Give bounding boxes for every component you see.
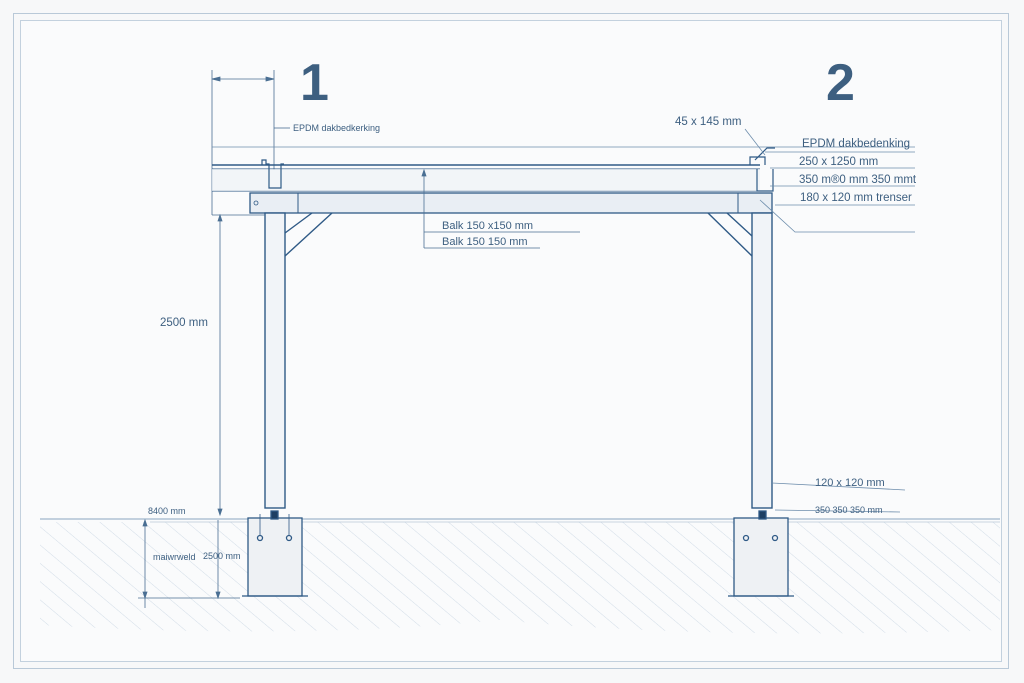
label-right-350: 350 m®0 mm 350 mmt [799, 174, 917, 186]
right-footing [728, 510, 794, 597]
label-left-epdm: EPDM dakbedkerking [293, 123, 381, 133]
marker-2: 2 [826, 54, 855, 112]
left-footing [242, 510, 308, 597]
label-right-250: 250 x 1250 mm [799, 156, 879, 168]
label-right-timber: 45 x 145 mm [675, 116, 742, 128]
label-foundation-depth: 2500 mm [203, 551, 241, 561]
label-right-180: 180 x 120 mm trenser [800, 192, 912, 204]
right-post [707, 212, 773, 509]
label-footing-size: 350 350 350 mm [815, 505, 883, 515]
label-post-height: 2500 mm [160, 317, 208, 329]
ground-hatch [40, 522, 1000, 634]
label-beam-1: Balk 150 x150 mm [442, 220, 534, 232]
label-ground-level: 8400 mm [148, 506, 186, 516]
label-beam-2: Balk 150 150 mm [442, 236, 528, 248]
main-beam [249, 192, 773, 214]
label-foundation: maiwrweld [153, 552, 196, 562]
drawing-frame-outer [13, 13, 1009, 669]
marker-1: 1 [300, 54, 329, 112]
left-post [264, 212, 333, 509]
roof-structure [212, 146, 915, 192]
label-right-epdm: EPDM dakbedenking [802, 138, 911, 150]
label-post-size: 120 x 120 mm [815, 477, 885, 489]
